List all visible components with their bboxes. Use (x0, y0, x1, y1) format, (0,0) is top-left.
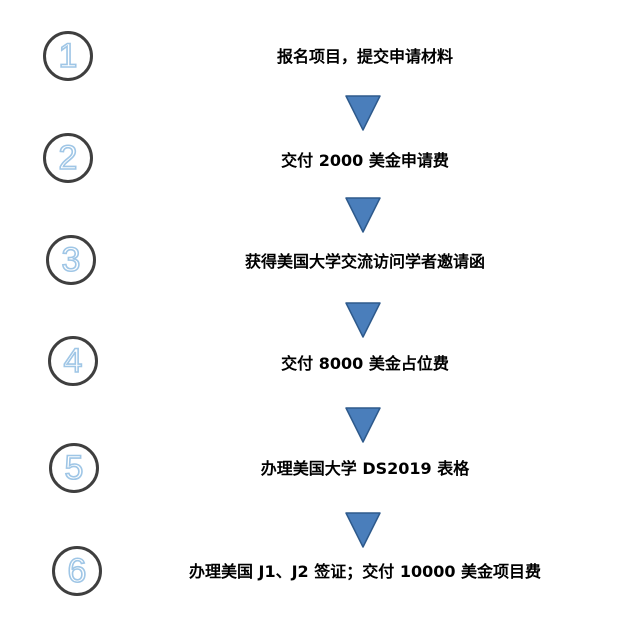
step-1-circle: 1 (43, 31, 93, 81)
step-4-number: 4 (63, 342, 84, 380)
down-arrow-icon (345, 407, 381, 443)
step-6-number: 6 (67, 552, 88, 590)
step-3-number: 3 (61, 241, 82, 279)
step-2-circle: 2 (43, 133, 93, 183)
step-1-number: 1 (58, 37, 79, 75)
down-arrow-icon (345, 197, 381, 233)
down-arrow-icon (345, 302, 381, 338)
step-5-number: 5 (64, 449, 85, 487)
step-6-label: 办理美国 J1、J2 签证；交付 10000 美金项目费 (188, 562, 542, 581)
step-2-number: 2 (58, 139, 79, 177)
step-4-label: 交付 8000 美金占位费 (281, 354, 449, 373)
step-2-label: 交付 2000 美金申请费 (281, 151, 449, 170)
step-5-label: 办理美国大学 DS2019 表格 (260, 459, 470, 478)
step-3-label: 获得美国大学交流访问学者邀请函 (244, 252, 485, 271)
down-arrow-icon (345, 512, 381, 548)
step-6-circle: 6 (52, 546, 102, 596)
down-arrow-icon (345, 95, 381, 131)
step-4-circle: 4 (48, 336, 98, 386)
step-1-label: 报名项目，提交申请材料 (276, 47, 453, 66)
step-3-circle: 3 (46, 235, 96, 285)
step-5-circle: 5 (49, 443, 99, 493)
